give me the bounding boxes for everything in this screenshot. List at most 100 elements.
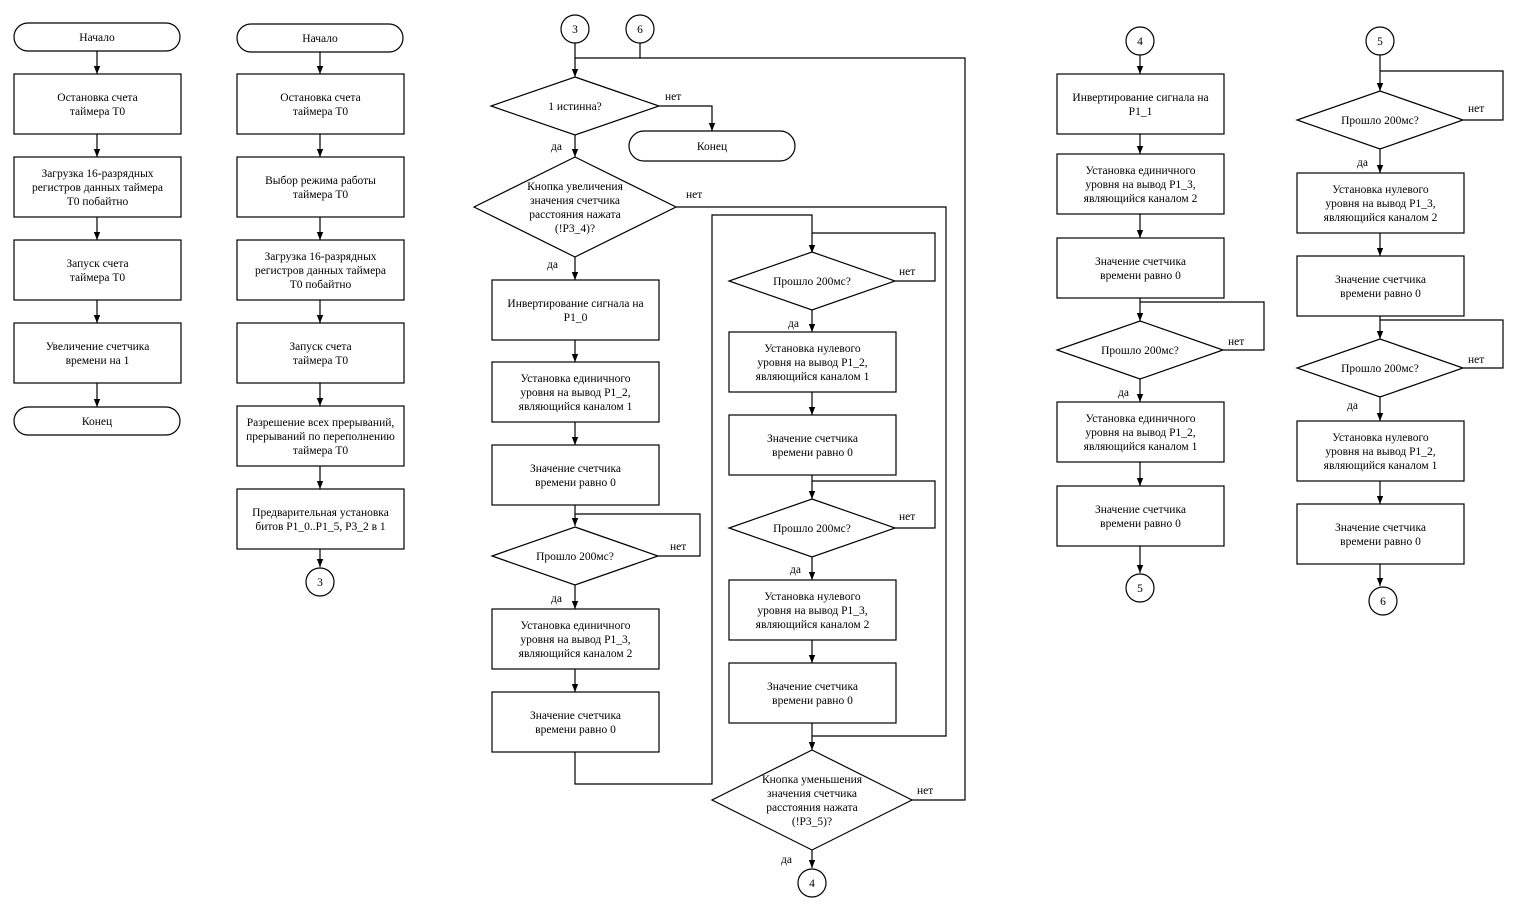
c5_d1-decision: Прошло 200мс? xyxy=(1295,90,1465,150)
c3_conn3-connector: 3 xyxy=(560,14,590,44)
yes-label: да xyxy=(1357,157,1368,169)
c4_conn4-text: 4 xyxy=(1137,36,1143,48)
c3r_d1-decision: Прошло 200мс? xyxy=(727,251,897,311)
no-label: нет xyxy=(686,189,702,201)
flow-arrow xyxy=(316,52,324,74)
flow-arrow xyxy=(316,217,324,240)
c5_conn6-text: 6 xyxy=(1380,596,1386,608)
flow-arrow xyxy=(1136,55,1144,74)
loop-back-line xyxy=(812,480,936,529)
flow-arrow xyxy=(571,257,579,280)
c3_d3-decision: Прошло 200мс? xyxy=(490,526,660,586)
loop-back-line xyxy=(575,513,701,557)
c5_conn5-connector: 5 xyxy=(1365,26,1395,56)
flow-arrow xyxy=(1376,233,1384,256)
c3r_d2-decision: Прошло 200мс? xyxy=(727,498,897,558)
flow-arrow xyxy=(1136,546,1144,573)
yes-label: да xyxy=(1347,400,1358,412)
c2_irq-process-block: Разрешение всех прерываний,прерываний по… xyxy=(236,405,405,467)
c4_conn5-text: 5 xyxy=(1137,583,1143,595)
c5_conn5-text: 5 xyxy=(1377,36,1383,48)
yes-label: да xyxy=(788,318,799,330)
c4_d1-decision: Прошло 200мс? xyxy=(1055,320,1225,380)
c2_irq-text: Разрешение всех прерываний,прерываний по… xyxy=(246,417,395,457)
yes-label: да xyxy=(551,593,562,605)
flow-arrow xyxy=(316,549,324,567)
yes-label: да xyxy=(781,854,792,866)
flow-line xyxy=(571,505,579,526)
flow-arrow xyxy=(571,669,579,692)
c1_start-terminal: Начало xyxy=(13,22,181,52)
flow-arrow xyxy=(316,466,324,489)
c5_conn6-connector: 6 xyxy=(1368,586,1398,616)
flow-arrow xyxy=(93,217,101,240)
flow-arrow xyxy=(808,557,816,580)
no-label: нет xyxy=(1468,103,1484,115)
flow-arrow xyxy=(1376,481,1384,504)
c3r_d2-text: Прошло 200мс? xyxy=(773,523,851,535)
no-branch-line xyxy=(659,105,716,131)
flow-arrow xyxy=(1376,55,1384,91)
loop-back-line xyxy=(1140,301,1265,351)
c2_start-text: Начало xyxy=(302,33,338,45)
no-label: нет xyxy=(1228,336,1244,348)
c1_start-text: Начало xyxy=(79,32,115,44)
c3_conn6-connector: 6 xyxy=(625,14,655,44)
c3_conn4-connector: 4 xyxy=(797,868,827,898)
yes-label: да xyxy=(551,141,562,153)
c1_end-text: Конец xyxy=(82,416,112,428)
no-label: нет xyxy=(917,785,933,797)
c4_conn4-connector: 4 xyxy=(1125,26,1155,56)
flow-arrow xyxy=(1376,397,1384,421)
flow-arrow xyxy=(808,723,816,750)
c3_end-text: Конец xyxy=(697,141,727,153)
flow-arrow xyxy=(1376,149,1384,173)
no-label: нет xyxy=(670,541,686,553)
flow-arrow xyxy=(93,300,101,323)
yes-label: да xyxy=(790,564,801,576)
c4_conn5-connector: 5 xyxy=(1125,573,1155,603)
no-label: нет xyxy=(899,266,915,278)
flow-arrow xyxy=(571,422,579,445)
flow-arrow xyxy=(316,134,324,157)
flow-arrow xyxy=(571,43,579,77)
flow-arrow xyxy=(93,383,101,407)
